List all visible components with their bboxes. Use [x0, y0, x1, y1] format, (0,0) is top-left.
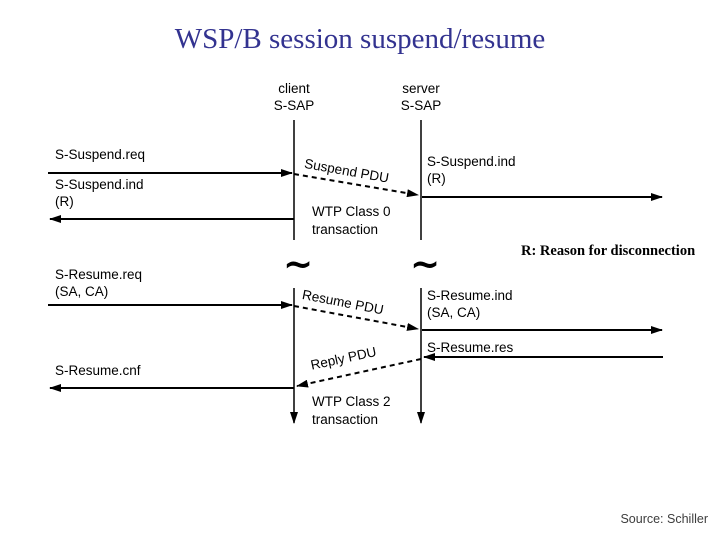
s-suspend-ind-left-param: (R) — [55, 194, 74, 209]
wtp-class2-line2: transaction — [312, 412, 379, 427]
client-sap-label: S-SAP — [273, 98, 315, 113]
s-suspend-req-label: S-Suspend.req — [55, 147, 146, 162]
s-resume-ind-param: (SA, CA) — [427, 305, 481, 320]
client-role-label: client — [278, 81, 310, 96]
s-resume-ind-label: S-Resume.ind (SA, CA) — [427, 287, 513, 321]
server-column-header: server S-SAP — [376, 80, 466, 114]
s-resume-res-label: S-Resume.res — [427, 340, 514, 355]
wtp-class0-line2: transaction — [312, 222, 379, 237]
server-role-label: server — [402, 81, 440, 96]
s-resume-req-param: (SA, CA) — [55, 284, 109, 299]
s-suspend-ind-right-label: S-Suspend.ind (R) — [427, 153, 516, 187]
s-suspend-ind-left-text: S-Suspend.ind — [55, 177, 144, 192]
server-lifeline-break-tilde: ~ — [410, 244, 441, 285]
source-credit: Source: Schiller — [620, 512, 708, 526]
suspend-pdu-arrow — [293, 173, 419, 198]
reason-note: R: Reason for disconnection — [521, 243, 696, 259]
s-resume-cnf-label: S-Resume.cnf — [55, 363, 141, 378]
wtp-class0-line1: WTP Class 0 — [312, 204, 391, 219]
s-resume-ind-text: S-Resume.ind — [427, 288, 513, 303]
wtp-class0-label: WTP Class 0 transaction — [312, 203, 391, 239]
slide-title: WSP/B session suspend/resume — [174, 23, 546, 55]
s-resume-req-text: S-Resume.req — [55, 267, 143, 282]
reply-pdu-arrow — [296, 358, 422, 388]
resume-pdu-arrow — [293, 305, 419, 331]
s-resume-req-label: S-Resume.req (SA, CA) — [55, 266, 142, 300]
s-suspend-ind-left-label: S-Suspend.ind (R) — [55, 176, 144, 210]
wtp-class2-label: WTP Class 2 transaction — [312, 393, 391, 429]
s-suspend-ind-right-param: (R) — [427, 171, 446, 186]
wtp-class2-line1: WTP Class 2 — [312, 394, 391, 409]
server-sap-label: S-SAP — [400, 98, 442, 113]
client-lifeline-break-tilde: ~ — [283, 244, 314, 285]
s-suspend-ind-right-text: S-Suspend.ind — [427, 154, 516, 169]
client-column-header: client S-SAP — [249, 80, 339, 114]
